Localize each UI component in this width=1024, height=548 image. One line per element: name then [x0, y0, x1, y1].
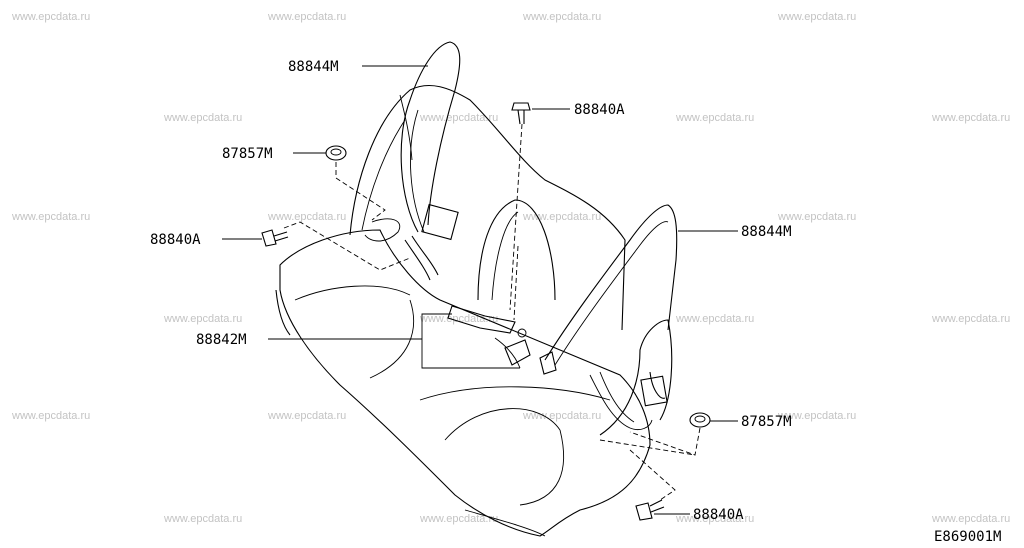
- label-88840a-left: 88840A: [150, 232, 201, 248]
- label-87857m-left: 87857M: [222, 146, 273, 162]
- watermark: www.epcdata.ru: [777, 11, 856, 23]
- watermark: www.epcdata.ru: [267, 410, 346, 422]
- label-88842m: 88842M: [196, 332, 247, 348]
- watermark: www.epcdata.ru: [522, 410, 601, 422]
- assembly-lines: [283, 123, 701, 501]
- seat-cushion: [275, 229, 651, 537]
- watermark: www.epcdata.ru: [419, 513, 498, 525]
- label-88840a-top: 88840A: [574, 102, 625, 118]
- watermark: www.epcdata.ru: [675, 313, 754, 325]
- watermark: www.epcdata.ru: [419, 112, 498, 124]
- watermark-layer: www.epcdata.ru www.epcdata.ru www.epcdat…: [11, 11, 1010, 525]
- label-87857m-right: 87857M: [741, 414, 792, 430]
- retractor-right: [640, 375, 668, 407]
- bolt-bottom: [635, 499, 665, 521]
- diagram-code: E869001M: [934, 529, 1001, 545]
- watermark: www.epcdata.ru: [777, 410, 856, 422]
- seat-back: [349, 84, 673, 436]
- watermark: www.epcdata.ru: [777, 211, 856, 223]
- watermark: www.epcdata.ru: [163, 513, 242, 525]
- belt-left: [364, 41, 461, 281]
- watermark: www.epcdata.ru: [11, 11, 90, 23]
- watermark: www.epcdata.ru: [675, 513, 754, 525]
- watermark: www.epcdata.ru: [267, 211, 346, 223]
- watermark: www.epcdata.ru: [11, 211, 90, 223]
- nut-right: [689, 412, 711, 428]
- bolt-left: [261, 229, 289, 247]
- watermark: www.epcdata.ru: [931, 112, 1010, 124]
- watermark: www.epcdata.ru: [163, 313, 242, 325]
- leader-lines: [222, 65, 738, 515]
- belt-right: [544, 204, 678, 431]
- bolt-top: [511, 102, 531, 125]
- watermark: www.epcdata.ru: [11, 410, 90, 422]
- retractor-left: [421, 203, 459, 241]
- label-88840a-bottom: 88840A: [693, 507, 744, 523]
- watermark: www.epcdata.ru: [931, 513, 1010, 525]
- watermark: www.epcdata.ru: [267, 11, 346, 23]
- watermark: www.epcdata.ru: [931, 313, 1010, 325]
- label-88844m-right: 88844M: [741, 224, 792, 240]
- watermark: www.epcdata.ru: [163, 112, 242, 124]
- watermark: www.epcdata.ru: [522, 11, 601, 23]
- part-labels: 88844M 88840A 87857M 88840A 88844M 88842…: [150, 59, 792, 523]
- nut-left: [325, 145, 347, 161]
- watermark: www.epcdata.ru: [522, 211, 601, 223]
- buckle-center: [447, 305, 557, 375]
- label-88844m-upper: 88844M: [288, 59, 339, 75]
- watermark: www.epcdata.ru: [675, 112, 754, 124]
